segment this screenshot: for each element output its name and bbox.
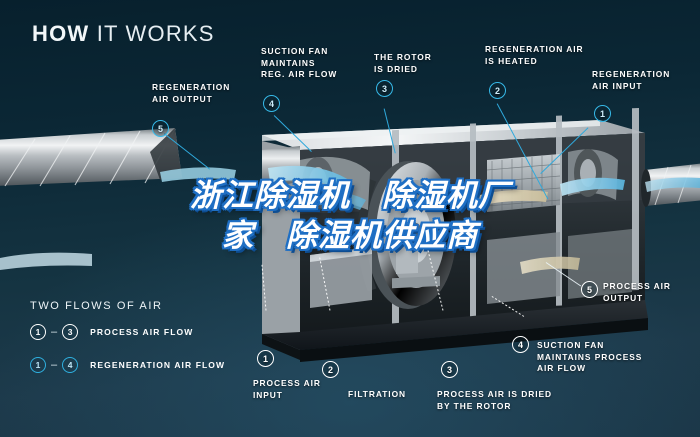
- callout-label-regeneration-air-heated: REGENERATION AIR IS HEATED: [485, 44, 584, 66]
- legend-row-regeneration-air-flow: 1 – 4 REGENERATION AIR FLOW: [30, 357, 225, 373]
- callout-label-suction-fan-process: SUCTION FAN MAINTAINS PROCESS AIR FLOW: [537, 340, 643, 373]
- callout-badge-2-filtration[interactable]: 2: [322, 361, 339, 378]
- callout-badge-1-process-air-input[interactable]: 1: [257, 350, 274, 367]
- callout-label-process-air-input: PROCESS AIR INPUT: [253, 378, 321, 400]
- callout-badge-1-regeneration-air-input[interactable]: 1: [594, 105, 611, 122]
- callout-label-filtration: FILTRATION: [348, 389, 407, 399]
- page-title-bold: HOW: [32, 21, 90, 46]
- watermark-line-2: 家 除湿机供应商: [222, 218, 478, 254]
- page-title-light: IT WORKS: [96, 21, 215, 46]
- callout-badge-5-regeneration-air-output[interactable]: 5: [152, 120, 169, 137]
- airflow-arrows: [0, 165, 700, 274]
- callout-badge-4-suction-fan-reg[interactable]: 4: [263, 95, 280, 112]
- page-title: HOW IT WORKS: [32, 21, 215, 47]
- legend-badge-to-3: 3: [62, 324, 79, 340]
- callout-label-process-air-dried: PROCESS AIR IS DRIED BY THE ROTOR: [437, 389, 553, 411]
- legend-title: TWO FLOWS OF AIR: [30, 300, 163, 312]
- legend-badge-to-4-cyan: 4: [62, 357, 79, 373]
- legend-dash-2: –: [51, 359, 58, 371]
- callout-label-process-air-output: PROCESS AIR OUTPUT: [603, 281, 671, 303]
- callout-badge-3-process-air-dried[interactable]: 3: [441, 361, 458, 378]
- dehumidifier-cabinet: [262, 107, 700, 362]
- watermark-line-1: 浙江除湿机 除湿机厂: [190, 178, 510, 214]
- callout-badge-2-regeneration-air-heated[interactable]: 2: [489, 82, 506, 99]
- callout-label-regeneration-air-input: REGENERATION AIR INPUT: [592, 69, 671, 91]
- left-spiral-duct: [0, 128, 182, 187]
- legend-badge-from-1: 1: [30, 324, 46, 340]
- watermark-text: 浙江除湿机 除湿机厂 家 除湿机供应商: [0, 176, 700, 256]
- legend-badge-from-1-cyan: 1: [30, 357, 46, 373]
- callout-badge-5-process-air-output[interactable]: 5: [581, 281, 598, 298]
- callout-badge-4-suction-fan-process[interactable]: 4: [512, 336, 529, 353]
- legend-row-process-air-flow: 1 – 3 PROCESS AIR FLOW: [30, 324, 193, 340]
- callout-label-rotor-is-dried: THE ROTOR IS DRIED: [374, 52, 432, 74]
- legend-label-process-air-flow: PROCESS AIR FLOW: [90, 327, 194, 337]
- legend-label-regeneration-air-flow: REGENERATION AIR FLOW: [90, 360, 226, 370]
- legend-dash: –: [51, 326, 58, 338]
- callout-badge-3-rotor-is-dried[interactable]: 3: [376, 80, 393, 97]
- callout-label-suction-fan-reg: SUCTION FAN MAINTAINS REG. AIR FLOW: [261, 46, 338, 79]
- callout-label-regeneration-air-output: REGENERATION AIR OUTPUT: [152, 82, 231, 104]
